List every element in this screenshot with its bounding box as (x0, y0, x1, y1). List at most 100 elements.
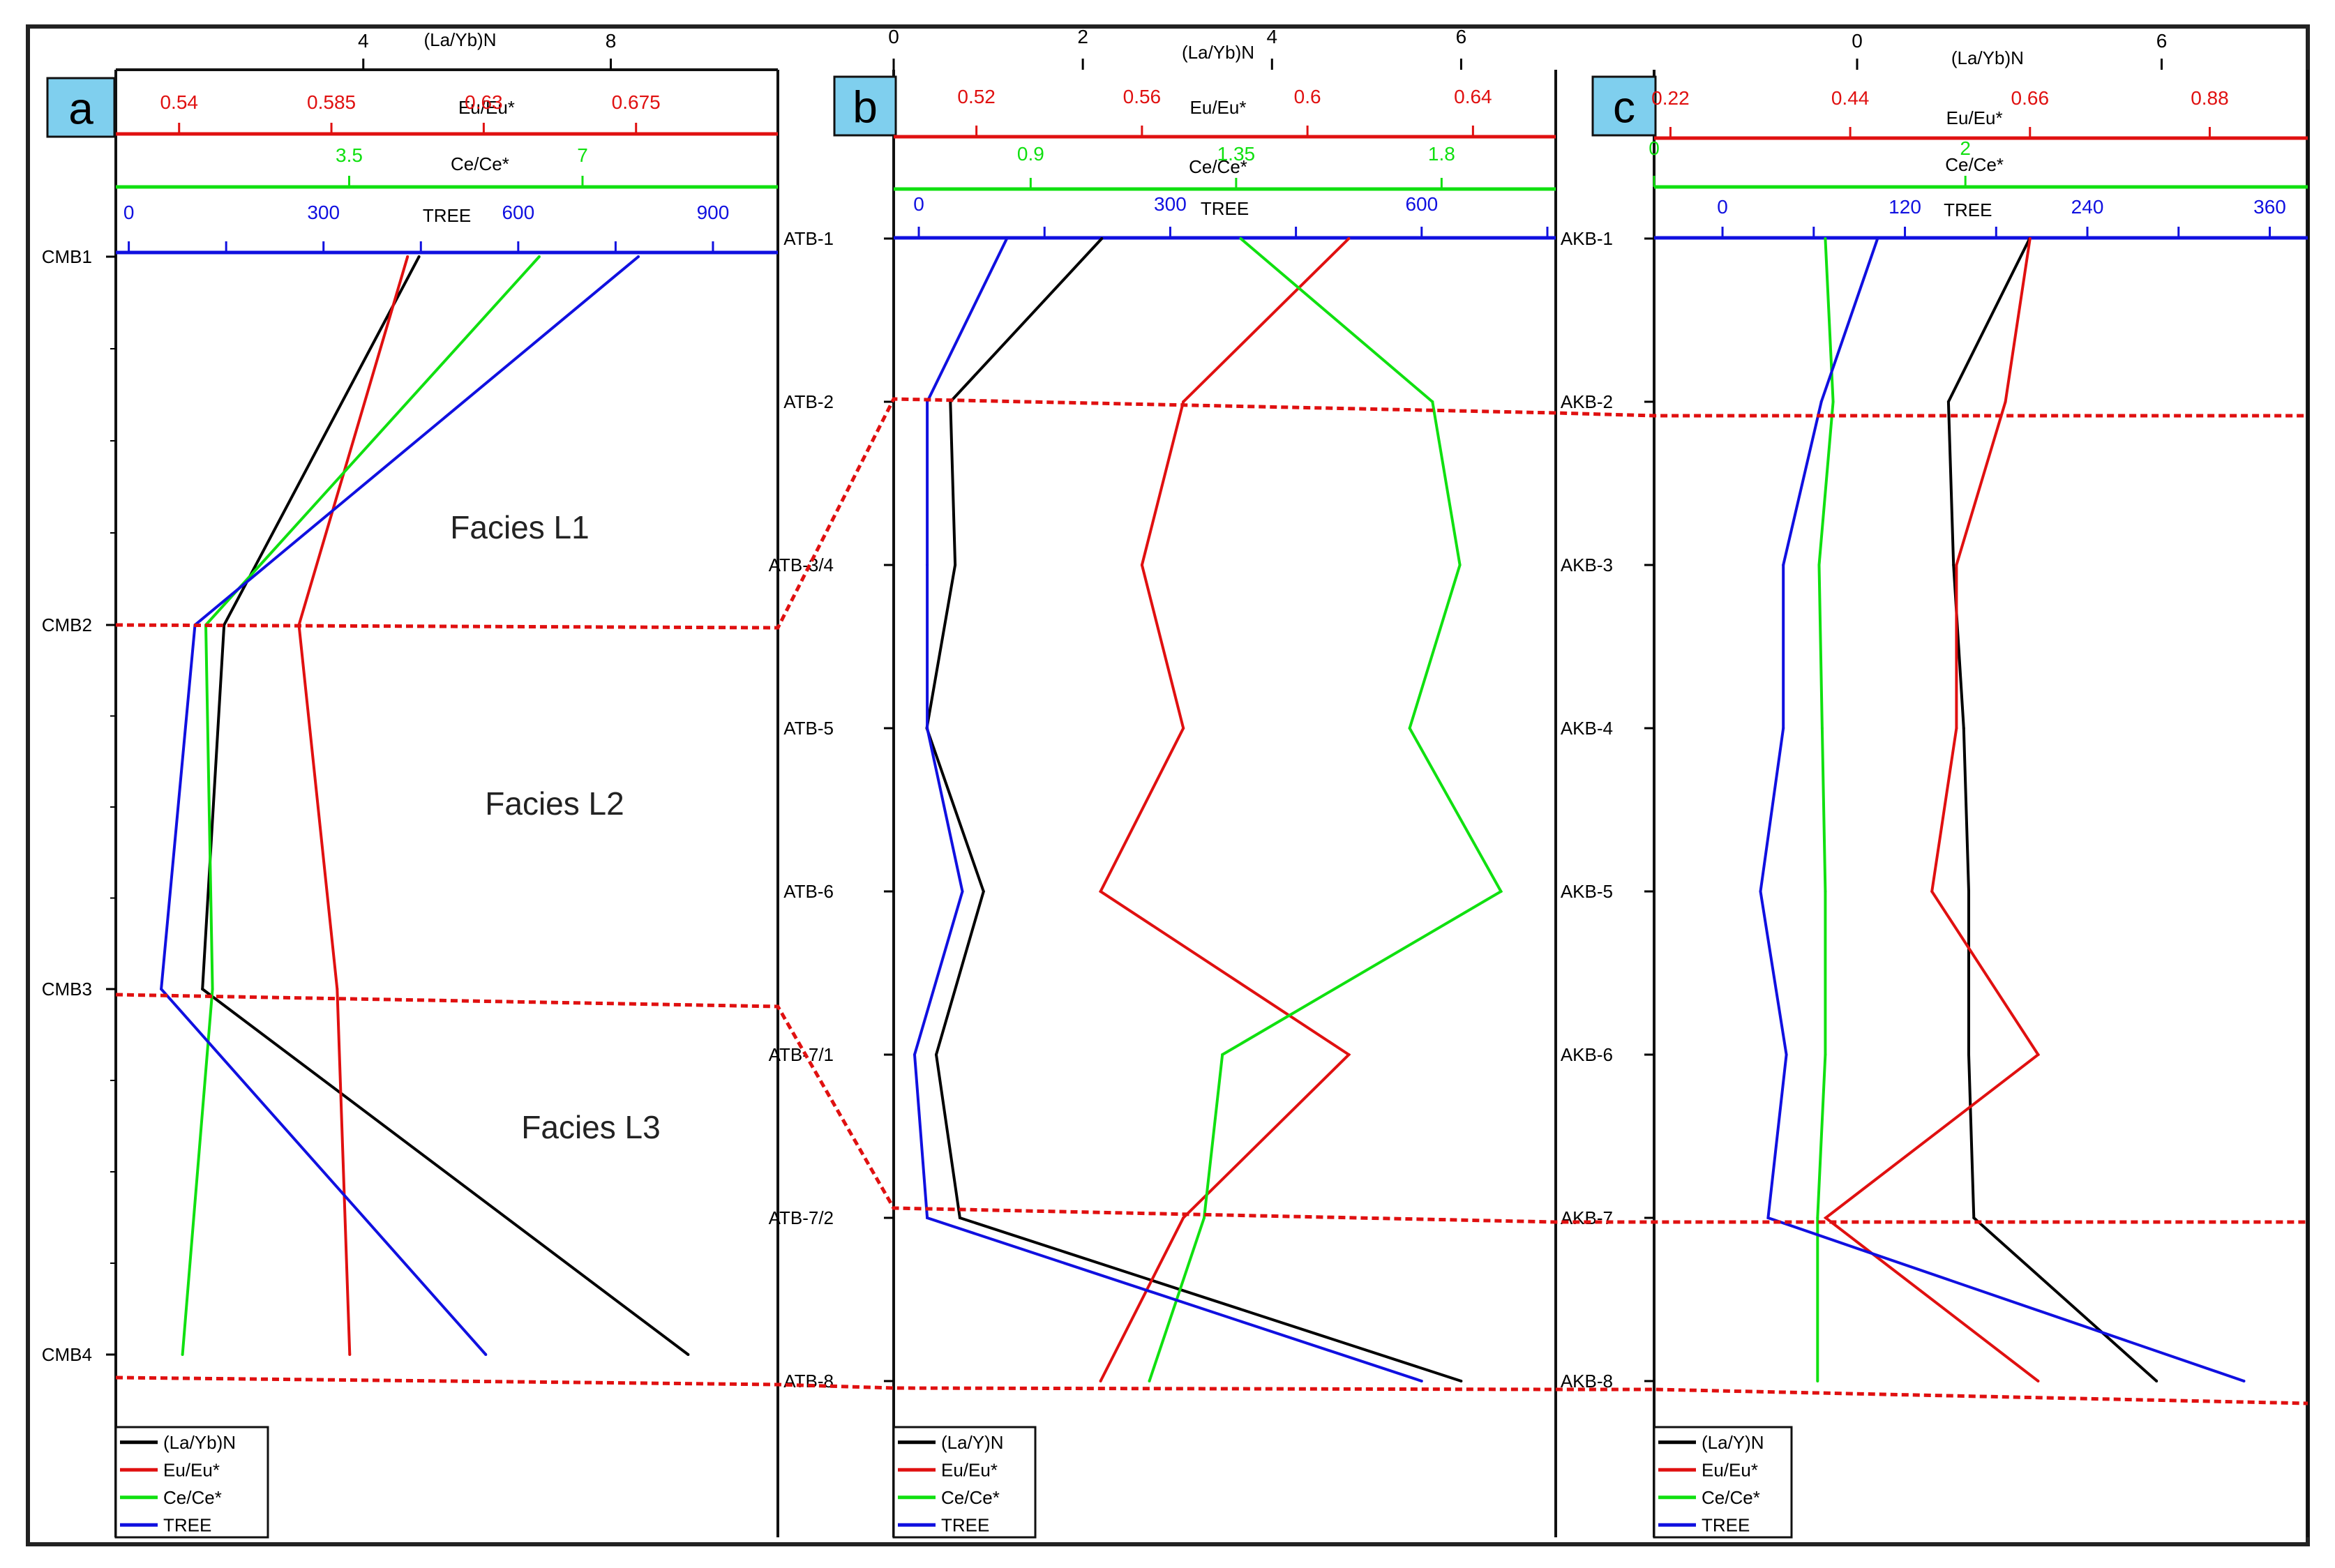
eu-axis-tick-label: 0.585 (307, 91, 356, 113)
data-point-ce (1499, 890, 1503, 893)
data-point-eu (1182, 1216, 1185, 1219)
data-point-tree (1785, 1053, 1788, 1056)
data-point-eu (1930, 890, 1934, 893)
legend-label: (La/Y)N (1702, 1432, 1764, 1453)
data-point-eu (2004, 400, 2007, 403)
data-point-eu (2036, 1053, 2040, 1056)
eu-axis-tick-label: 0.675 (612, 91, 661, 113)
data-point-lab (1972, 1216, 1976, 1219)
data-point-eu (2036, 1380, 2040, 1382)
legend-label: TREE (1702, 1514, 1750, 1535)
data-point-eu (1955, 564, 1958, 566)
data-point-lab (1946, 400, 1950, 403)
data-point-tree (1782, 727, 1785, 730)
data-point-eu (2028, 237, 2032, 240)
sample-label: AKB-2 (1561, 391, 1613, 412)
legend-label: Eu/Eu* (941, 1459, 998, 1480)
data-point-ce (1816, 1216, 1819, 1219)
ce-axis-tick-label: 2 (1960, 137, 1971, 159)
sample-label: CMB3 (42, 979, 92, 1000)
data-point-lab (958, 1216, 961, 1219)
legend-label: Eu/Eu* (163, 1459, 220, 1480)
data-point-lab (1967, 890, 1970, 893)
data-point-lab (2155, 1380, 2158, 1382)
tree-axis-title: TREE (1944, 199, 1992, 220)
eu-axis-title: Eu/Eu* (1190, 97, 1247, 118)
facies-label: Facies L1 (450, 509, 589, 545)
lab-axis-title: (La/Yb)N (1182, 42, 1254, 63)
data-point-tree (1782, 564, 1785, 566)
series-line-eu (1823, 238, 2041, 1382)
legend-label: (La/Y)N (941, 1432, 1004, 1453)
legend-label: Ce/Ce* (1702, 1487, 1760, 1508)
series-line-lab (925, 237, 1462, 1382)
data-point-ce (1816, 1380, 1819, 1382)
sample-label: ATB-3/4 (769, 555, 834, 575)
data-point-tree (1420, 1380, 1423, 1382)
series-line-tree (160, 255, 640, 1356)
ce-axis-tick-label: 7 (577, 144, 588, 166)
data-point-lab (1100, 237, 1104, 240)
tree-axis-tick-label: 600 (502, 202, 534, 223)
data-point-eu (1955, 727, 1958, 730)
ce-axis-tick-label: 3.5 (336, 144, 363, 166)
data-point-eu (1182, 400, 1185, 403)
sample-label: ATB-7/2 (769, 1207, 834, 1228)
eu-axis-tick-label: 0.54 (160, 91, 198, 113)
sample-label: AKB-3 (1561, 555, 1613, 575)
data-point-ce (1824, 237, 1827, 240)
sample-label: CMB4 (42, 1344, 92, 1365)
series-line-eu (297, 256, 410, 1355)
tree-axis-tick-label: 300 (307, 202, 340, 223)
eu-axis-tick-label: 0.88 (2191, 87, 2229, 109)
data-point-eu (1140, 564, 1143, 566)
lab-axis-tick-label: 4 (1266, 26, 1277, 47)
data-point-ce (1817, 564, 1821, 566)
series-line-lab (1946, 238, 2158, 1382)
data-point-ce (1239, 237, 1242, 240)
legend-label: TREE (163, 1514, 211, 1535)
eu-axis-tick-label: 0.6 (1294, 86, 1321, 107)
data-point-lab (686, 1353, 690, 1356)
series-line-ce (1148, 237, 1503, 1382)
sample-label: CMB2 (42, 615, 92, 635)
tree-axis-tick-label: 900 (697, 202, 730, 223)
data-point-ce (537, 255, 541, 258)
data-point-tree (1819, 400, 1823, 403)
lab-axis-title: (La/Yb)N (1951, 47, 2024, 68)
facies-boundary-line (115, 993, 2308, 1224)
facies-boundary-line (115, 397, 2308, 630)
data-point-ce (1203, 1216, 1206, 1219)
lab-axis-title: (La/Yb)N (423, 29, 496, 50)
data-point-tree (1759, 890, 1762, 893)
data-point-eu (1824, 1216, 1827, 1219)
data-point-ce (1221, 1053, 1224, 1056)
data-point-eu (336, 988, 339, 990)
data-point-ce (1831, 400, 1835, 403)
data-point-lab (1962, 727, 1965, 730)
data-point-tree (2242, 1380, 2246, 1382)
sample-label: ATB-1 (783, 228, 834, 249)
data-point-lab (223, 624, 226, 626)
data-point-eu (1347, 1053, 1351, 1056)
eu-axis-tick-label: 0.44 (1831, 87, 1870, 109)
sample-label: ATB-6 (783, 881, 834, 902)
data-point-lab (935, 1053, 938, 1056)
legend-label: TREE (941, 1514, 989, 1535)
data-point-ce (1824, 1053, 1827, 1056)
panel-letter: c (1613, 82, 1635, 133)
facies-label: Facies L2 (485, 785, 624, 822)
sample-label: ATB-2 (783, 391, 834, 412)
data-point-ce (1824, 890, 1827, 893)
tree-axis-tick-label: 0 (913, 193, 924, 215)
eu-axis-tick-label: 0.56 (1123, 86, 1162, 107)
data-point-eu (1182, 727, 1185, 730)
data-point-tree (913, 1053, 916, 1056)
eu-axis-tick-label: 0.64 (1454, 86, 1492, 107)
data-point-lab (982, 890, 985, 893)
ce-axis-tick-label: 1.35 (1217, 143, 1256, 165)
